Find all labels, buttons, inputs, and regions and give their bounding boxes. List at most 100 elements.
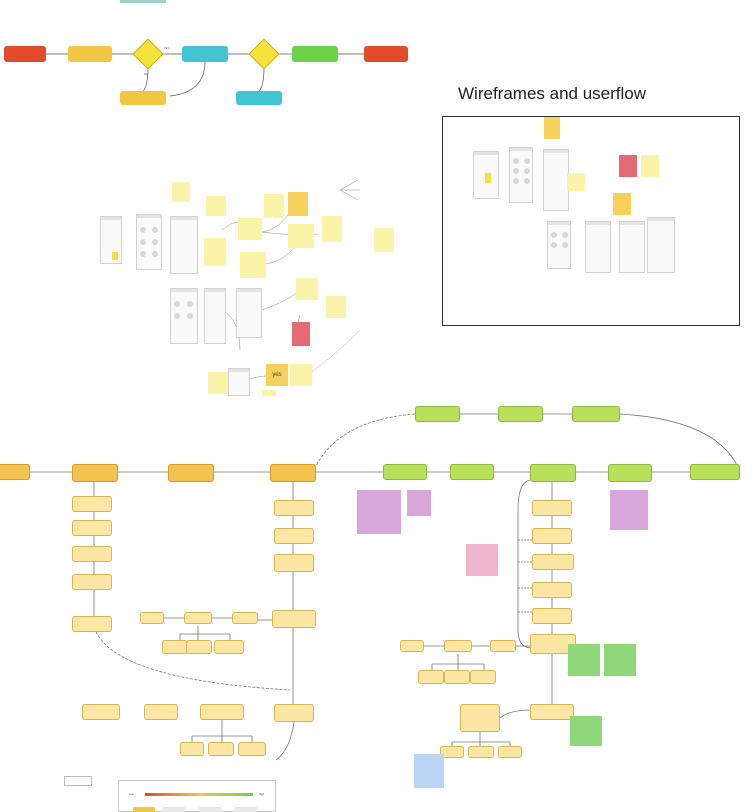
scale-swatch — [163, 807, 185, 812]
flow-node[interactable] — [272, 610, 316, 628]
sticky-note-green — [604, 644, 636, 676]
flow-node[interactable] — [180, 742, 204, 756]
flow-node[interactable] — [490, 640, 516, 652]
sticky-note-purple — [407, 490, 431, 516]
flow-node[interactable] — [532, 582, 572, 598]
sticky-note-purple — [610, 490, 648, 530]
sticky-note-blue — [414, 754, 444, 788]
scale-high-label: High — [259, 793, 265, 796]
sticky-note-purple — [357, 490, 401, 534]
flow-node-lime[interactable] — [498, 406, 543, 422]
flow-node[interactable] — [82, 704, 120, 720]
flow-node-amber[interactable] — [72, 464, 118, 482]
sticky-note — [290, 364, 312, 386]
flow-node[interactable] — [274, 528, 314, 544]
yes-sticky: yes — [266, 364, 288, 386]
flow-node-start[interactable] — [4, 46, 46, 62]
flow-node[interactable] — [400, 640, 424, 652]
flow-node[interactable] — [200, 704, 244, 720]
flow-node[interactable] — [532, 608, 572, 624]
flow-node[interactable] — [72, 574, 112, 590]
sticky-note-pink — [466, 544, 498, 576]
flow-node[interactable] — [444, 640, 472, 652]
yes-label: yes — [272, 372, 282, 378]
flow-node-start-right[interactable] — [690, 464, 740, 480]
flow-node[interactable] — [532, 554, 574, 570]
frame-wireframe-4 — [547, 221, 571, 269]
flow-node[interactable] — [72, 496, 112, 512]
flow-node-lime[interactable] — [450, 464, 494, 480]
flow-node-lime[interactable] — [572, 406, 620, 422]
main-flow — [0, 0, 740, 788]
edge-label-no: NO — [144, 73, 148, 76]
flow-node-lime[interactable] — [530, 464, 576, 482]
scale-bar — [145, 793, 253, 796]
flow-node[interactable] — [72, 520, 112, 536]
flow-node-step-1[interactable] — [68, 46, 112, 62]
sticky-note — [326, 296, 346, 318]
frame-wireframe-3 — [543, 149, 569, 211]
flow-node[interactable] — [460, 704, 500, 732]
flow-node-step-2[interactable] — [182, 46, 228, 62]
flow-node-end[interactable] — [364, 46, 408, 62]
flow-node[interactable] — [468, 746, 494, 758]
flow-node-amber[interactable] — [270, 464, 316, 482]
flow-node[interactable] — [186, 640, 212, 654]
scale-low-label: Low — [129, 793, 134, 796]
wireframe-screen — [100, 216, 122, 264]
frame-wireframe-6 — [619, 221, 645, 273]
wireframe-screen — [170, 288, 198, 344]
flow-node-lime[interactable] — [608, 464, 652, 482]
flow-node[interactable] — [274, 704, 314, 722]
flow-node[interactable] — [498, 746, 522, 758]
wireframe-screen — [228, 368, 250, 396]
flow-node[interactable] — [440, 746, 464, 758]
scale-swatch — [199, 807, 221, 812]
sticky-note — [240, 252, 266, 278]
flow-node[interactable] — [232, 612, 258, 624]
flow-node-amber[interactable] — [168, 464, 214, 482]
flow-node-end-left[interactable] — [0, 464, 30, 480]
wireframe-screen — [136, 214, 162, 270]
flow-node[interactable] — [532, 528, 572, 544]
scale-swatch — [235, 807, 257, 812]
sticky-note-green — [570, 716, 602, 746]
flow-node[interactable] — [274, 500, 314, 516]
wireframe-cluster: yes — [0, 0, 394, 396]
sticky-note — [264, 194, 284, 218]
edge-label-yes: YES — [164, 47, 170, 50]
section-title: Wireframes and userflow — [458, 84, 647, 103]
sticky-note — [204, 238, 226, 266]
wireframe-highlight — [112, 252, 118, 260]
flow-node[interactable] — [214, 640, 244, 654]
flow-node[interactable] — [184, 612, 212, 624]
flow-node-step-3[interactable] — [292, 46, 338, 62]
scale-panel: Low High — [118, 780, 276, 812]
flow-node-no-branch-1[interactable] — [120, 91, 166, 105]
empty-box — [64, 776, 92, 786]
flow-node[interactable] — [238, 742, 266, 756]
flow-node[interactable] — [162, 640, 188, 654]
flow-node[interactable] — [72, 546, 112, 562]
frame-wireframe-5 — [585, 221, 611, 273]
frame-sticky-red — [619, 155, 637, 177]
flow-node[interactable] — [444, 670, 470, 684]
flow-node[interactable] — [208, 742, 234, 756]
flow-node-lime[interactable] — [415, 406, 460, 422]
flow-node[interactable] — [274, 554, 314, 572]
sticky-note — [206, 196, 226, 216]
flow-node[interactable] — [530, 704, 574, 720]
flow-node[interactable] — [418, 670, 444, 684]
flow-node[interactable] — [470, 670, 496, 684]
flow-node[interactable] — [532, 500, 572, 516]
wireframe-screen — [170, 216, 198, 274]
flow-node-lime[interactable] — [383, 464, 427, 480]
flow-node-no-branch-2[interactable] — [236, 91, 282, 105]
frame-wireframe-7 — [647, 217, 675, 273]
flow-node[interactable] — [144, 704, 178, 720]
flow-node[interactable] — [72, 616, 112, 632]
frame-sticky-orange — [613, 193, 631, 215]
flow-node[interactable] — [140, 612, 164, 624]
sticky-note — [288, 192, 308, 216]
